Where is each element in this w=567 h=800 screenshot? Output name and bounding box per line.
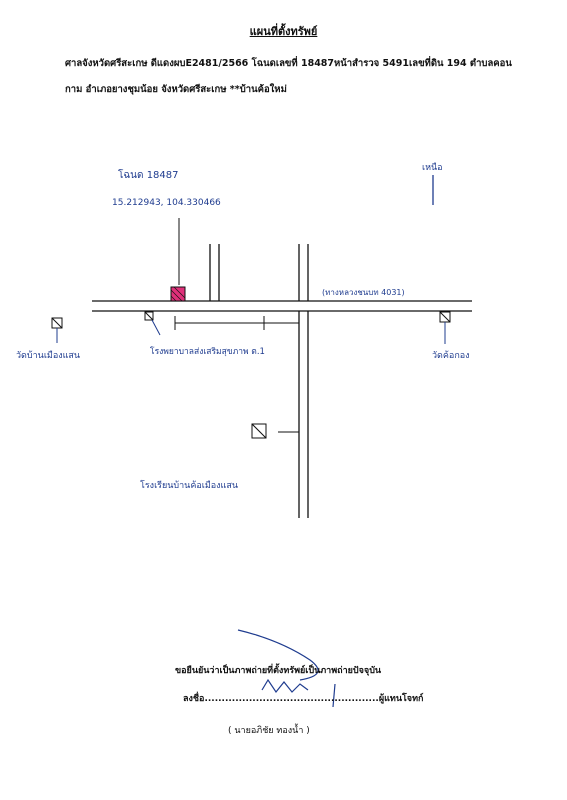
temple-right-label: วัดค้อกอง	[432, 351, 470, 361]
deed-label: โฉนด 18487	[118, 170, 179, 181]
sign-role: ผู้แทนโจทก์	[378, 694, 424, 704]
certify-text: ขอยืนยันว่าเป็นภาพถ่ายที่ตั้งทรัพย์เป็นภ…	[175, 666, 382, 676]
description-line-2: กาม อำเภอยางชุมน้อย จังหวัดศรีสะเกษ **บ้…	[65, 84, 287, 95]
school-label: โรงเรียนบ้านค้อเมืองแสน	[140, 481, 238, 491]
sign-line: ลงชื่อ..................................…	[183, 691, 423, 705]
signer-name: ( นายอภิชัย ทองน้ำ )	[228, 726, 310, 736]
property-marker	[170, 286, 186, 302]
sign-dots: ........................................…	[204, 694, 379, 704]
signature-stroke-a	[237, 629, 319, 681]
road-label: (ทางหลวงชนบท 4031)	[322, 288, 405, 297]
description-line-1: ศาลจังหวัดศรีสะเกษ ดีแดงผบE2481/2566 โฉน…	[65, 58, 512, 69]
signature-stroke-b	[261, 678, 309, 694]
sign-prefix: ลงชื่อ	[183, 694, 205, 704]
hospital-symbol	[144, 311, 154, 321]
coordinates-label: 15.212943, 104.330466	[112, 198, 221, 208]
school-symbol	[251, 423, 267, 439]
hospital-label: โรงพยาบาลส่งเสริมสุขภาพ ต.1	[150, 347, 265, 357]
north-label: เหนือ	[422, 163, 443, 173]
temple-left-label: วัดบ้านเมืองแสน	[16, 351, 81, 361]
page-title: แผนที่ตั้งทรัพย์	[249, 25, 318, 38]
